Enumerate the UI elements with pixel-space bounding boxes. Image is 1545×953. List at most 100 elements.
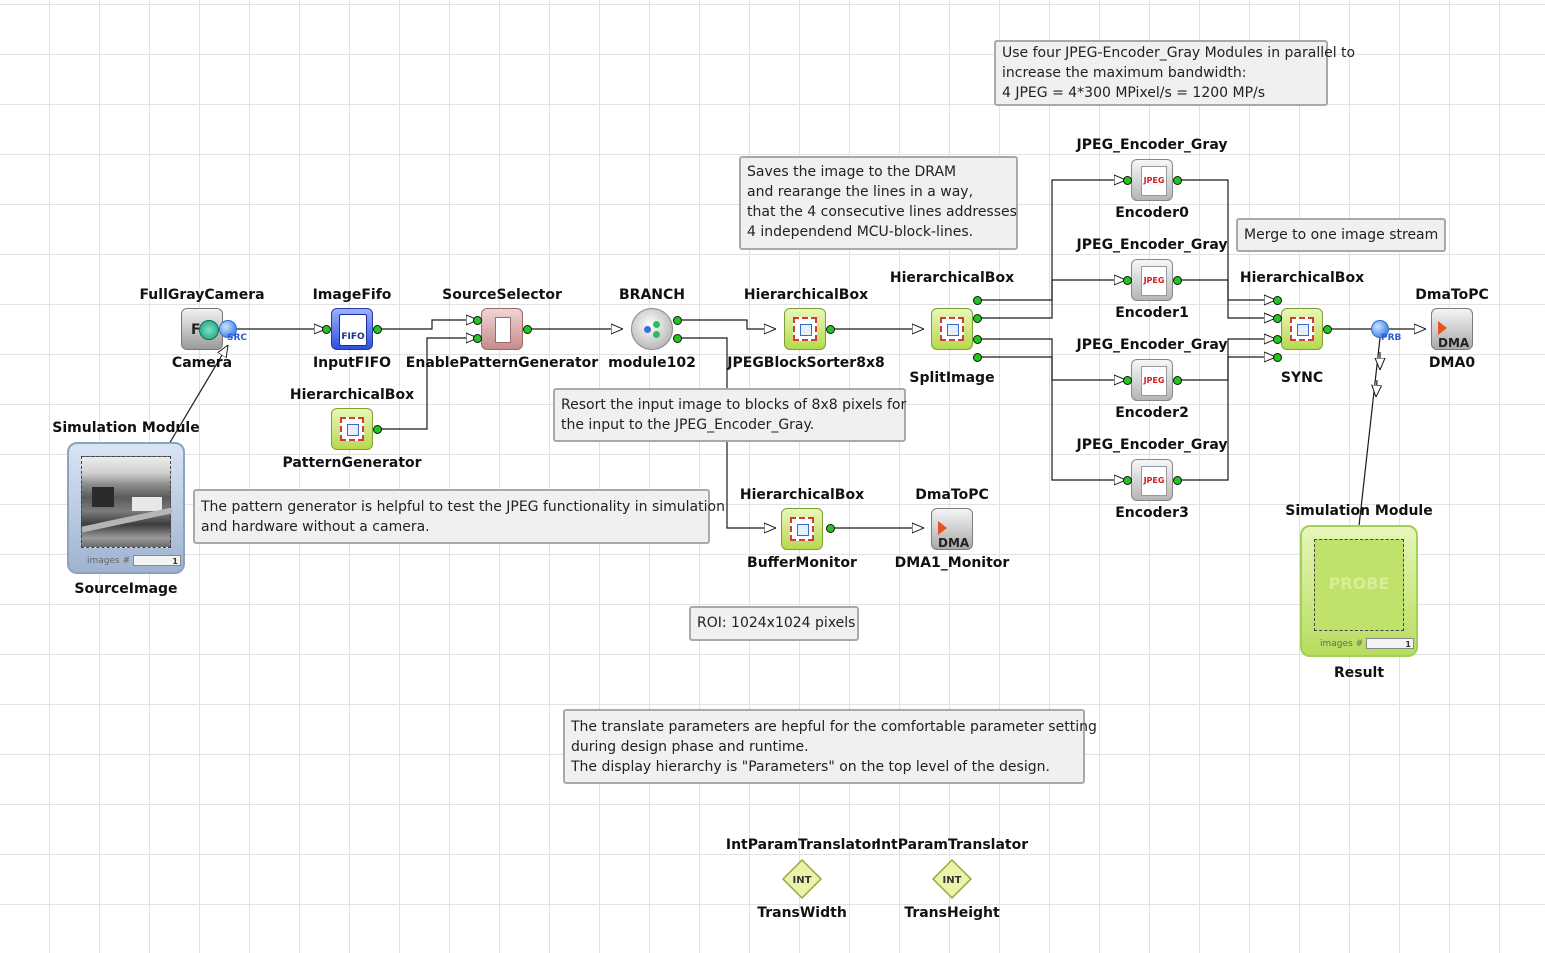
hierarchical-box-icon[interactable] (784, 308, 826, 350)
fifo-name-label: InputFIFO (312, 355, 392, 371)
sync-in1-port[interactable] (1273, 314, 1282, 323)
int-translator-icon[interactable]: INT (931, 858, 973, 900)
pattern-type-label: HierarchicalBox (289, 387, 415, 403)
sync-in0-port[interactable] (1273, 296, 1282, 305)
source-image-name-label: SourceImage (74, 581, 178, 597)
sync-in2-port[interactable] (1273, 335, 1282, 344)
dma0-probe-label: PRB (1381, 333, 1402, 343)
split-type-label: HierarchicalBox (889, 270, 1015, 286)
result-probe-screen: PROBE (1314, 539, 1404, 631)
split-out3-port[interactable] (973, 353, 982, 362)
result-counter: images # 1 (1320, 638, 1414, 649)
transheight-type-label: IntParamTranslator (875, 837, 1029, 853)
wire-probe-result (1358, 337, 1381, 527)
note-pattern-generator: The pattern generator is helpful to test… (193, 489, 725, 544)
fifo-type-label: ImageFifo (312, 287, 392, 303)
selector-glyph (495, 317, 511, 343)
sync-in3-port[interactable] (1273, 353, 1282, 362)
encoder3-type-label: JPEG_Encoder_Gray (1076, 437, 1228, 453)
fifo-icon[interactable]: FIFO (331, 308, 373, 350)
dma0-name-label: DMA0 (1428, 355, 1476, 371)
selector-in0-port[interactable] (473, 316, 482, 325)
encoder3-out-port[interactable] (1173, 476, 1182, 485)
encoder1-type-label: JPEG_Encoder_Gray (1076, 237, 1228, 253)
jpeg-encoder-icon[interactable]: JPEG (1131, 259, 1173, 301)
result-probe-module[interactable]: PROBE images # 1 (1300, 525, 1418, 657)
split-out0-port[interactable] (973, 296, 982, 305)
sorter-type-label: HierarchicalBox (743, 287, 869, 303)
wire-fifo-selector (378, 320, 478, 330)
sync-out-port[interactable] (1323, 325, 1332, 334)
buffer-name-label: BufferMonitor (747, 555, 857, 571)
source-image-thumbnail (81, 456, 172, 548)
dma-icon[interactable]: DMA (1431, 308, 1473, 350)
encoder2-out-port[interactable] (1173, 376, 1182, 385)
probe-watermark: PROBE (1328, 574, 1390, 593)
branch-name-label: module102 (608, 355, 696, 371)
split-out1-port[interactable] (973, 314, 982, 323)
note-translate: The translate parameters are hepful for … (563, 709, 1097, 784)
fifo-out-port[interactable] (373, 325, 382, 334)
dma1-type-label: DmaToPC (915, 487, 989, 503)
svg-text:INT: INT (943, 875, 962, 886)
note-resort: Resort the input image to blocks of 8x8 … (553, 388, 906, 442)
note-merge: Merge to one image stream (1236, 218, 1446, 252)
camera-src-port[interactable] (219, 320, 237, 338)
encoder1-in-port[interactable] (1123, 276, 1132, 285)
selector-type-label: SourceSelector (442, 287, 562, 303)
selector-out-port[interactable] (523, 325, 532, 334)
note-parallel-encoders: Use four JPEG-Encoder_Gray Modules in pa… (994, 40, 1355, 106)
wire-enc1-sync (1178, 279, 1276, 318)
wire-split-enc3 (977, 356, 1126, 480)
source-image-module[interactable]: images # 1 (67, 442, 185, 574)
sorter-name-label: JPEGBlockSorter8x8 (727, 355, 885, 371)
camera-icon[interactable]: F (181, 308, 223, 350)
int-translator-icon[interactable]: INT (781, 858, 823, 900)
encoder3-in-port[interactable] (1123, 476, 1132, 485)
source-counter: images # 1 (87, 555, 181, 566)
branch-out1-port[interactable] (673, 334, 682, 343)
dma1-name-label: DMA1_Monitor (894, 555, 1010, 571)
transwidth-name-label: TransWidth (757, 905, 847, 921)
result-sim-type-label: Simulation Module (1285, 503, 1433, 519)
encoder1-out-port[interactable] (1173, 276, 1182, 285)
sorter-out-port[interactable] (826, 325, 835, 334)
branch-icon[interactable] (631, 308, 673, 350)
transheight-name-label: TransHeight (904, 905, 1000, 921)
source-selector-icon[interactable] (481, 308, 523, 350)
encoder2-in-port[interactable] (1123, 376, 1132, 385)
hierarchical-box-icon[interactable] (1281, 308, 1323, 350)
encoder0-in-port[interactable] (1123, 176, 1132, 185)
pattern-name-label: PatternGenerator (282, 455, 422, 471)
dma-icon[interactable]: DMA (931, 508, 973, 550)
branch-out0-port[interactable] (673, 316, 682, 325)
split-out2-port[interactable] (973, 335, 982, 344)
branch-type-label: BRANCH (619, 287, 685, 303)
jpeg-encoder-icon[interactable]: JPEG (1131, 459, 1173, 501)
encoder0-name-label: Encoder0 (1115, 205, 1189, 221)
hierarchical-box-icon[interactable] (331, 408, 373, 450)
jpeg-encoder-icon[interactable]: JPEG (1131, 159, 1173, 201)
selector-in1-port[interactable] (473, 334, 482, 343)
buffer-type-label: HierarchicalBox (739, 487, 865, 503)
note-roi: ROI: 1024x1024 pixels (689, 606, 859, 641)
buffer-out-port[interactable] (826, 524, 835, 533)
encoder0-out-port[interactable] (1173, 176, 1182, 185)
camera-port-label: SRC (227, 333, 248, 343)
dma0-type-label: DmaToPC (1415, 287, 1489, 303)
jpeg-encoder-icon[interactable]: JPEG (1131, 359, 1173, 401)
fifo-in-port[interactable] (322, 325, 331, 334)
svg-text:INT: INT (793, 875, 812, 886)
pattern-out-port[interactable] (373, 425, 382, 434)
source-sim-type-label: Simulation Module (52, 420, 200, 436)
hierarchical-box-icon[interactable] (931, 308, 973, 350)
encoder3-name-label: Encoder3 (1115, 505, 1189, 521)
transwidth-type-label: IntParamTranslator (725, 837, 879, 853)
wire-split-enc0 (977, 180, 1126, 301)
encoder1-name-label: Encoder1 (1115, 305, 1189, 321)
wire-enc3-sync (1178, 357, 1276, 481)
dma0-probe-port[interactable] (1371, 320, 1389, 338)
hierarchical-box-icon[interactable] (781, 508, 823, 550)
encoder2-name-label: Encoder2 (1115, 405, 1189, 421)
